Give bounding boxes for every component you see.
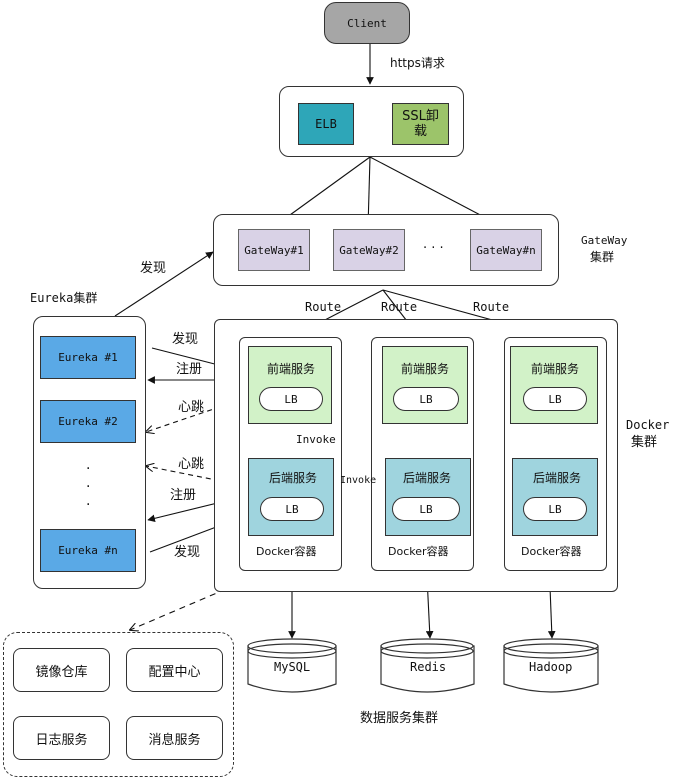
eureka-node-1: Eureka #1 [40,336,136,379]
docker-container-2-label: Docker容器 [388,545,449,558]
invoke-right-label: Invoke [340,475,377,486]
ssl-label: SSL卸载 [402,109,439,139]
backend-service-3: 后端服务 LB [512,458,598,536]
route-label-3: Route [473,300,510,314]
frontend-lb-2: LB [393,387,459,411]
eureka-node-2-label: Eureka #2 [58,415,118,428]
register-back-label: 注册 [170,488,197,503]
frontend-lb-1: LB [259,387,323,411]
frontend-service-3-label: 前端服务 [531,362,580,376]
discover-front-label: 发现 [172,332,199,347]
eureka-ellipsis-2: · [86,479,91,495]
data-service-cluster-label: 数据服务集群 [360,711,439,726]
heartbeat-back-label: 心跳 [178,457,205,472]
register-front-label: 注册 [176,362,203,377]
hadoop-label: Hadoop [529,660,573,674]
frontend-service-2: 前端服务 LB [382,346,468,424]
route-label-2: Route [381,300,418,314]
config-center-service: 配置中心 [126,648,223,692]
heartbeat-back-arrow [146,466,247,487]
backend-lb-2: LB [392,497,460,521]
config-center-label: 配置中心 [148,664,201,680]
gateway-1-label: GateWay#1 [244,243,304,257]
client-label: Client [347,16,387,30]
backend-lb-2-label: LB [419,502,433,516]
discover-gateway-label: 发现 [140,261,167,276]
ssl-node: SSL卸载 [392,103,449,145]
eureka-discover-gateway-arrow [114,251,214,317]
log-service-label: 日志服务 [35,732,88,748]
image-registry-label: 镜像仓库 [35,664,88,680]
backend-service-1-label: 后端服务 [269,471,318,485]
frontend-lb-3-label: LB [548,392,562,406]
gateway-2: GateWay#2 [333,229,405,271]
docker-container-1-label: Docker容器 [256,545,317,558]
frontend-lb-3: LB [523,387,587,411]
frontend-lb-2-label: LB [419,392,433,406]
eureka-ellipsis-3: · [86,497,91,513]
eureka-cluster-label: Eureka集群 [30,291,98,305]
message-service-label: 消息服务 [148,732,201,748]
frontend-service-1: 前端服务 LB [248,346,332,424]
backend-lb-3: LB [523,497,587,521]
backend-lb-3-label: LB [548,502,562,516]
route-label-1: Route [305,300,342,314]
gateway-ellipsis: · · · [423,241,444,256]
gateway-2-label: GateWay#2 [339,243,399,257]
eureka-node-1-label: Eureka #1 [58,351,118,364]
backend-service-3-label: 后端服务 [533,471,582,485]
backend-lb-1-label: LB [285,502,299,516]
backend-lb-1: LB [260,497,324,521]
docker-cluster-label-1: Docker [626,418,670,432]
invoke-down-label: Invoke [296,433,336,446]
frontend-lb-1-label: LB [284,392,298,406]
gateway-n-label: GateWay#n [476,243,536,257]
heartbeat-front-label: 心跳 [178,400,205,415]
elb-label: ELB [315,117,337,131]
discover-back-label: 发现 [174,545,201,560]
eureka-ellipsis-1: · [86,461,91,477]
eureka-node-n: Eureka #n [40,529,136,572]
eureka-node-2: Eureka #2 [40,400,136,443]
https-request-label: https请求 [390,56,445,70]
frontend-service-1-label: 前端服务 [267,362,316,376]
frontend-service-2-label: 前端服务 [401,362,450,376]
docker-cluster-label-2: 集群 [631,435,658,450]
gateway-cluster-label-2: 集群 [590,250,615,264]
gateway-1: GateWay#1 [238,229,310,271]
backend-service-2-label: 后端服务 [403,471,452,485]
docker-container-3-label: Docker容器 [521,545,582,558]
message-service: 消息服务 [126,716,223,760]
elb-node: ELB [298,103,354,145]
image-registry-service: 镜像仓库 [13,648,110,692]
gateway-cluster-label-1: GateWay [581,234,628,247]
client-node: Client [324,2,410,44]
db-cylinders [247,638,599,693]
backend-service-1: 后端服务 LB [248,458,334,536]
mysql-label: MySQL [274,660,311,674]
frontend-service-3: 前端服务 LB [510,346,598,424]
eureka-node-n-label: Eureka #n [58,544,118,557]
gateway-n: GateWay#n [470,229,542,271]
backend-service-2: 后端服务 LB [385,458,471,536]
log-service: 日志服务 [13,716,110,760]
redis-label: Redis [410,660,447,674]
